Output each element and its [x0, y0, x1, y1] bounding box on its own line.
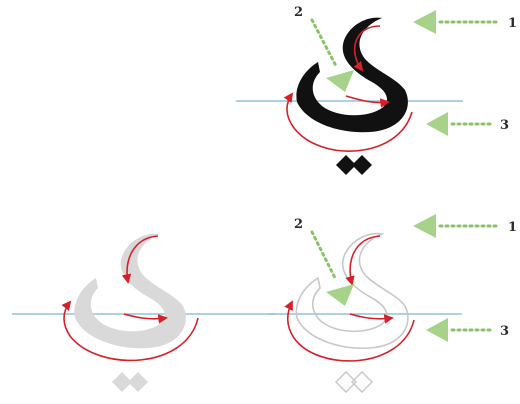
- label-1: 1: [508, 220, 517, 235]
- pointer-2-icon: [326, 70, 354, 92]
- pointer-3-icon: [426, 112, 448, 136]
- stroke-arrow-2: [123, 313, 168, 324]
- dot-left: [335, 371, 357, 393]
- top-panel: 1 2 3: [236, 5, 517, 175]
- bottom-left-panel: [12, 233, 276, 392]
- label-3: 3: [500, 118, 509, 133]
- label-3: 3: [500, 324, 509, 339]
- letter-ya-body: [296, 17, 408, 133]
- dot-right: [128, 372, 148, 392]
- pointer-2-dots: [310, 18, 338, 68]
- stroke-arrow-1: [353, 25, 381, 72]
- label-2: 2: [294, 217, 303, 232]
- label-1: 1: [508, 16, 517, 31]
- letter-ya-ghost: [74, 233, 186, 349]
- stroke-arrow-2: [345, 95, 390, 108]
- pointer-2-dots: [310, 230, 338, 282]
- dot-right: [351, 371, 373, 393]
- pointer-2-icon: [326, 284, 354, 306]
- stroke-arrow-3: [284, 300, 415, 362]
- dot-left: [336, 155, 356, 175]
- stroke-arrow-3: [61, 300, 199, 362]
- pointer-3-icon: [426, 318, 448, 342]
- stroke-arrow-2: [349, 313, 394, 324]
- stroke-arrow-1: [345, 235, 381, 286]
- stroke-arrow-3: [283, 92, 413, 152]
- label-2: 2: [294, 5, 303, 20]
- dot-right: [352, 155, 372, 175]
- pointer-1-icon: [413, 10, 436, 34]
- pointer-1-icon: [413, 214, 436, 238]
- bottom-right-panel: 1 2 3: [268, 214, 517, 393]
- letter-ya-outline: [295, 232, 409, 349]
- stroke-arrow-1: [121, 235, 159, 284]
- dot-left: [112, 372, 132, 392]
